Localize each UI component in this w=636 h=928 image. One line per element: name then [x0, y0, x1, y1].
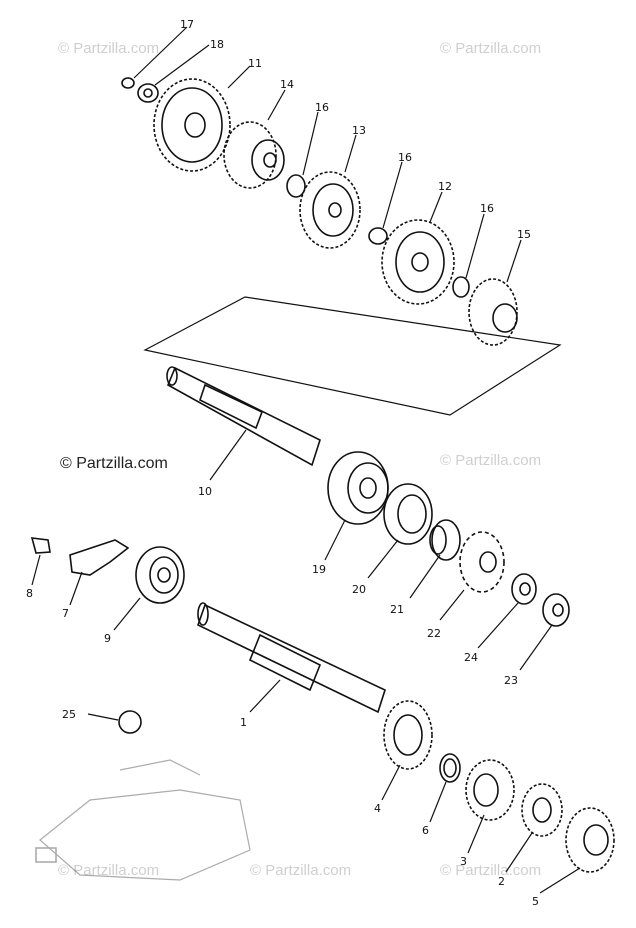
- part-5-gear: [565, 807, 615, 873]
- callout-18: 18: [210, 38, 224, 51]
- callout-15: 15: [517, 228, 531, 241]
- part-13-gear: [299, 171, 361, 249]
- watermark-bottom-right: © Partzilla.com: [440, 862, 542, 879]
- part-7-lever: [69, 539, 130, 576]
- callout-14: 14: [280, 78, 294, 91]
- watermark-mid-right: © Partzilla.com: [440, 452, 542, 469]
- callout-8: 8: [26, 587, 33, 600]
- housing-outline: [35, 759, 251, 881]
- watermark-bottom-center: © Partzilla.com: [250, 862, 352, 879]
- callout-4: 4: [374, 802, 381, 815]
- callout-1: 1: [240, 716, 247, 729]
- part-19-bearing: [327, 451, 389, 525]
- callout-16-c: 16: [480, 202, 494, 215]
- callout-20: 20: [352, 583, 366, 596]
- group-outline: [143, 296, 562, 416]
- part-17-clip: [121, 77, 135, 89]
- part-18-washer: [137, 83, 159, 103]
- watermark-top-left: © Partzilla.com: [58, 40, 160, 57]
- part-16-ring-b: [368, 227, 388, 245]
- callout-7: 7: [62, 607, 69, 620]
- part-3-gear: [465, 759, 515, 821]
- part-25-knob: [118, 710, 142, 734]
- callout-17: 17: [180, 18, 194, 31]
- part-16-ring-a: [286, 174, 306, 198]
- callout-5: 5: [532, 895, 539, 908]
- callout-11: 11: [248, 57, 262, 70]
- part-16-ring-c: [452, 276, 470, 298]
- part-14-gear: [223, 121, 285, 189]
- part-15-gear: [468, 278, 518, 346]
- callout-22: 22: [427, 627, 441, 640]
- part-9-bearing: [135, 546, 185, 604]
- callout-21: 21: [390, 603, 404, 616]
- callout-12: 12: [438, 180, 452, 193]
- part-11-gear: [153, 78, 231, 172]
- callout-16-b: 16: [398, 151, 412, 164]
- part-10-shaft: [166, 366, 321, 467]
- part-1-shaft: [197, 602, 386, 714]
- part-22-sprocket: [459, 531, 505, 593]
- part-2-gear: [521, 783, 563, 837]
- watermark-bottom-left: © Partzilla.com: [58, 862, 160, 879]
- callout-13: 13: [352, 124, 366, 137]
- part-23-nut: [542, 593, 570, 627]
- callout-24: 24: [464, 651, 478, 664]
- part-24-lockwasher: [511, 573, 537, 605]
- callout-2: 2: [498, 875, 505, 888]
- callout-3: 3: [460, 855, 467, 868]
- part-8-pin: [30, 537, 51, 554]
- callout-25: 25: [62, 708, 76, 721]
- part-20-seal: [383, 483, 433, 545]
- part-6-ring: [439, 753, 461, 783]
- watermark-top-right: © Partzilla.com: [440, 40, 542, 57]
- part-12-gear: [381, 219, 455, 305]
- callout-6: 6: [422, 824, 429, 837]
- watermark-mid-left: © Partzilla.com: [60, 455, 168, 472]
- leader-lines: [31, 26, 581, 894]
- part-21-collar: [429, 519, 461, 561]
- part-4-gear: [383, 700, 433, 770]
- callout-23: 23: [504, 674, 518, 687]
- callout-10: 10: [198, 485, 212, 498]
- callout-9: 9: [104, 632, 111, 645]
- callout-16-a: 16: [315, 101, 329, 114]
- callout-19: 19: [312, 563, 326, 576]
